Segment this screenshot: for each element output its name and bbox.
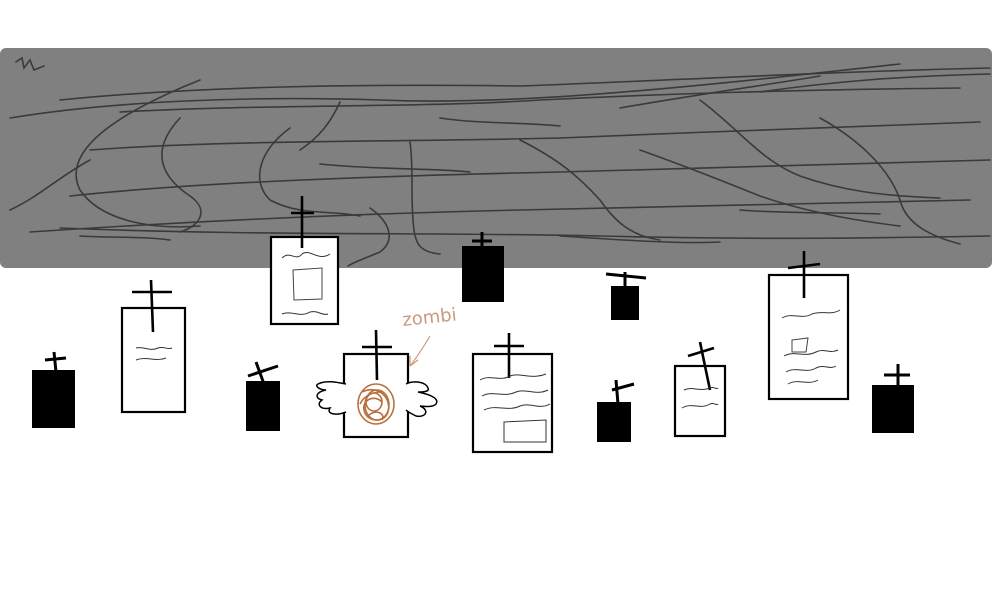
grave-outline <box>767 251 850 401</box>
cross-icon <box>362 329 392 381</box>
cross-icon <box>605 272 647 290</box>
cross-icon <box>44 351 67 373</box>
tombstone <box>767 273 850 401</box>
epitaph-scribble <box>681 386 719 409</box>
annotation-arrowhead <box>409 356 419 367</box>
grave-outline <box>269 196 340 326</box>
zombie-hand-right <box>405 381 438 418</box>
zombie-head <box>357 383 395 425</box>
tombstone <box>872 385 914 433</box>
cross-icon <box>611 379 635 405</box>
epitaph-scribble <box>281 252 331 259</box>
cross-icon <box>291 196 314 248</box>
cross-icon <box>132 279 172 333</box>
annotation-label: zombi <box>401 304 457 331</box>
cross-icon <box>884 364 910 390</box>
sky-scribbles <box>9 56 991 267</box>
sky-band <box>0 48 992 268</box>
sky-background <box>0 48 992 268</box>
epitaph-scribble <box>479 373 551 443</box>
epitaph-scribble <box>781 309 841 385</box>
grave-outline <box>673 341 727 438</box>
tombstone <box>462 246 504 302</box>
annotation-arrow <box>409 335 431 367</box>
grave-solid <box>605 272 647 320</box>
portrait-frame <box>292 267 323 301</box>
tombstone <box>611 286 639 320</box>
grave-outline <box>471 333 554 454</box>
cross-icon <box>472 232 492 250</box>
zombie-hand-left <box>315 380 347 415</box>
cross-icon <box>494 333 524 378</box>
portrait-frame <box>791 337 809 353</box>
epitaph-scribble <box>135 346 173 361</box>
grave-solid <box>246 361 280 431</box>
epitaph-scribble <box>281 311 329 315</box>
tombstone <box>120 306 187 414</box>
graves-group <box>32 196 914 454</box>
grave-outline <box>120 279 187 414</box>
tombstone <box>597 402 631 442</box>
cross-icon <box>687 341 715 391</box>
cross-icon <box>787 251 821 298</box>
zombie-annotation: zombi <box>401 304 458 367</box>
cross-icon <box>247 361 279 385</box>
grave-solid <box>32 351 75 428</box>
grave-solid <box>462 232 504 302</box>
grave-solid <box>872 364 914 433</box>
grave-solid <box>597 379 635 442</box>
tombstone <box>246 381 280 431</box>
grave-zombie <box>315 329 438 439</box>
tombstone <box>269 235 340 326</box>
tombstone <box>32 370 75 428</box>
tombstone <box>673 364 727 438</box>
tombstone <box>471 352 554 454</box>
